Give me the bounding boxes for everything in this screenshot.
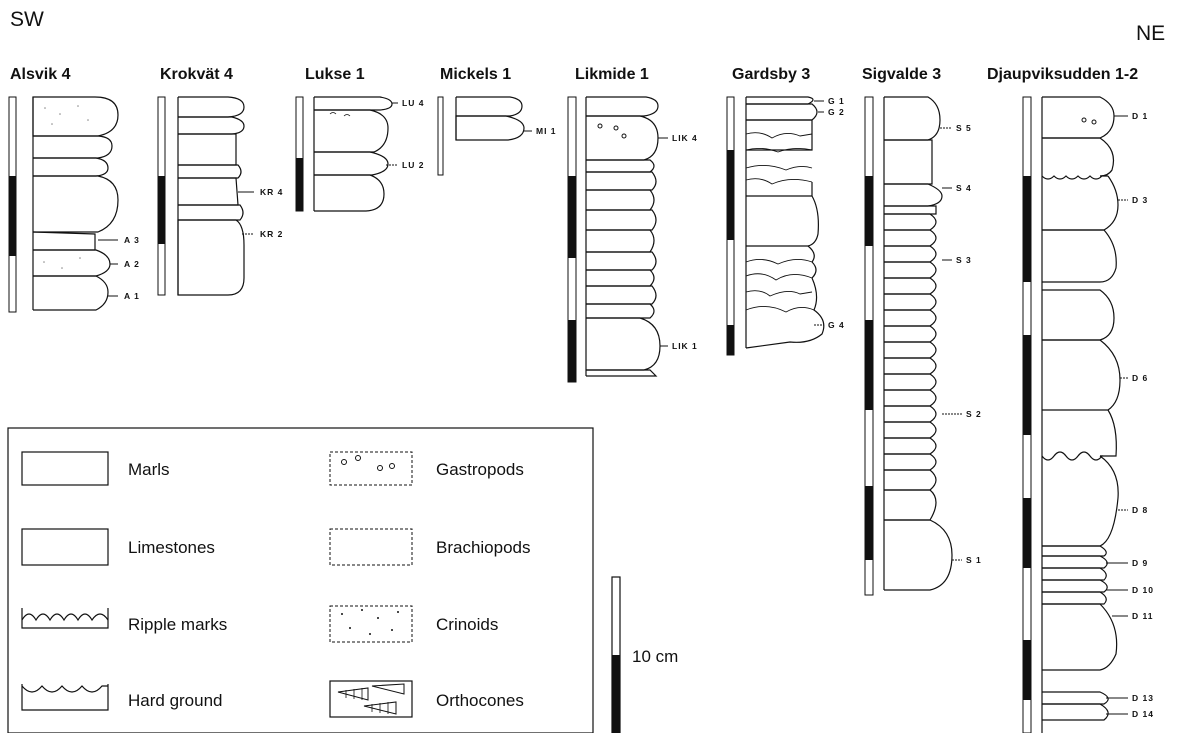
sample-labels-lukse: LU 4 LU 2 [386,98,424,170]
sample-label: D 14 [1132,709,1154,719]
section-title-mickels: Mickels 1 [440,66,511,83]
section-column-lukse [296,97,392,211]
sample-label: D 1 [1132,111,1148,121]
sample-label: D 3 [1132,195,1148,205]
sample-label: D 8 [1132,505,1148,515]
sample-label: S 3 [956,255,972,265]
section-column-likmide [568,97,660,382]
section-column-gardsby [727,97,824,355]
sample-label: KR 4 [260,187,283,197]
legend-label: Limestones [128,538,215,557]
sample-label: MI 1 [536,126,557,136]
sample-label: KR 2 [260,229,283,239]
sample-label: G 4 [828,320,845,330]
sample-labels-sigvalde: S 5 S 4 S 3 S 2 S 1 [940,123,982,565]
sample-label: LU 2 [402,160,424,170]
brachiopods-icon [330,529,412,565]
section-title-krokvat: Krokvät 4 [160,66,233,83]
legend-label: Gastropods [436,460,524,479]
sample-label: S 5 [956,123,972,133]
sample-label: D 11 [1132,611,1154,621]
sample-label: G 2 [828,107,845,117]
legend-label: Hard ground [128,691,223,710]
sample-label: LU 4 [402,98,424,108]
sample-labels-likmide: LIK 4 LIK 1 [658,133,698,351]
crinoids-icon [330,606,412,642]
sample-label: D 6 [1132,373,1148,383]
sample-label: D 10 [1132,585,1154,595]
legend-label: Orthocones [436,691,524,710]
sample-label: S 1 [966,555,982,565]
section-title-lukse: Lukse 1 [305,66,365,83]
sample-label: LIK 1 [672,341,698,351]
section-column-alsvik [9,97,118,312]
section-title-likmide: Likmide 1 [575,66,649,83]
sample-label: LIK 4 [672,133,698,143]
section-column-sigvalde [865,97,952,595]
section-column-djaupviksudden [1023,97,1120,733]
marls-icon [22,452,108,485]
legend-label: Crinoids [436,615,498,634]
gastropods-icon [330,452,412,485]
legend-label: Marls [128,460,170,479]
scale-bar-label: 10 cm [632,647,678,666]
sample-labels-krokvat: KR 4 KR 2 [238,187,283,239]
section-title-djaupviksudden: Djaupviksudden 1-2 [987,66,1138,83]
sample-labels-djaupviksudden: D 1 D 3 D 6 D 8 D 9 D 10 D 11 D 13 D 14 [1106,111,1154,719]
sample-label: S 2 [966,409,982,419]
section-title-alsvik: Alsvik 4 [10,66,71,83]
sample-label: G 1 [828,96,845,106]
sample-label: D 13 [1132,693,1154,703]
sample-label: A 3 [124,235,140,245]
legend-label: Brachiopods [436,538,531,557]
sample-label: A 2 [124,259,140,269]
section-title-sigvalde: Sigvalde 3 [862,66,941,83]
sample-label: S 4 [956,183,972,193]
sample-labels-gardsby: G 1 G 2 G 4 [814,96,845,330]
section-column-mickels [438,97,524,175]
legend-label: Ripple marks [128,615,227,634]
section-column-krokvat [158,97,244,295]
section-title-gardsby: Gardsby 3 [732,66,810,83]
sample-label: A 1 [124,291,140,301]
sample-labels-alsvik: A 3 A 2 A 1 [98,235,140,301]
scale-bar: 10 cm [612,577,678,733]
sample-labels-mickels: MI 1 [524,126,557,136]
orientation-sw: SW [10,8,44,31]
orthocones-icon [330,681,412,717]
legend-box: Marls Limestones Ripple marks Hard groun… [8,428,678,733]
orientation-ne: NE [1136,22,1165,45]
limestone-icon [22,529,108,565]
sample-label: D 9 [1132,558,1148,568]
